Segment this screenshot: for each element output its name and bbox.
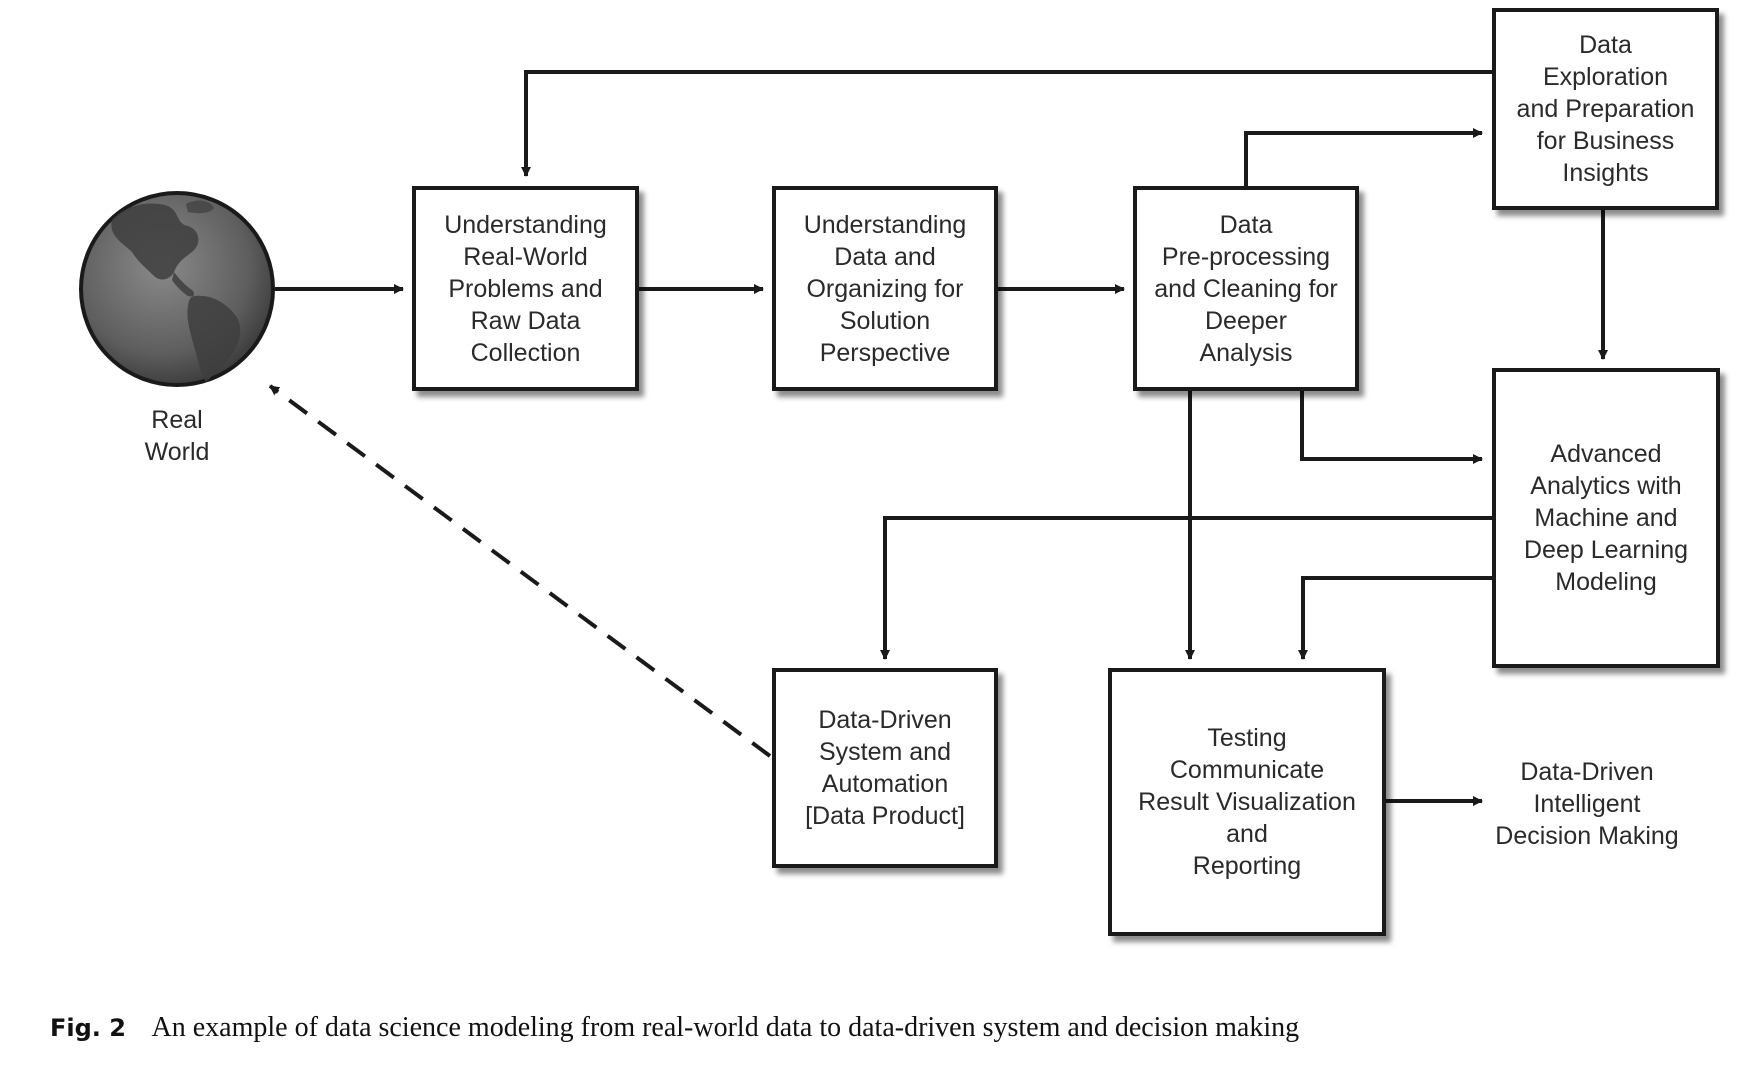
figure-caption: Fig. 2 An example of data science modeli… xyxy=(50,1012,1299,1044)
box-understanding-data: Understanding Data and Organizing for So… xyxy=(772,186,998,391)
box-preprocessing-label: Data Pre-processing and Cleaning for Dee… xyxy=(1154,210,1338,367)
arrow-preprocessing-to-exploration xyxy=(1244,128,1483,186)
arrow-system-to-realworld-dashed xyxy=(268,384,772,758)
arrow-exploration-to-problems xyxy=(521,70,1492,177)
box-testing: Testing Communicate Result Visualization… xyxy=(1108,668,1386,936)
real-world-globe-icon xyxy=(79,191,275,387)
box-advanced-analytics-label: Advanced Analytics with Machine and Deep… xyxy=(1523,440,1688,596)
label-real-world: Real World xyxy=(144,406,210,466)
box-testing-label: Testing Communicate Result Visualization… xyxy=(1138,724,1356,880)
arrow-preprocessing-to-analytics xyxy=(1300,391,1483,464)
box-understanding-problems-label: Understanding Real-World Problems and Ra… xyxy=(444,210,607,367)
label-decision-making: Data-Driven Intelligent Decision Making xyxy=(1495,758,1679,850)
box-exploration: Data Exploration and Preparation for Bus… xyxy=(1492,8,1719,210)
box-understanding-problems: Understanding Real-World Problems and Ra… xyxy=(412,186,639,391)
box-data-driven-system: Data-Driven System and Automation [Data … xyxy=(772,668,998,868)
box-understanding-data-label: Understanding Data and Organizing for So… xyxy=(803,210,967,367)
arrow-analytics-to-testing xyxy=(1298,576,1492,660)
box-preprocessing: Data Pre-processing and Cleaning for Dee… xyxy=(1133,186,1359,391)
figure-caption-text: An example of data science modeling from… xyxy=(151,1012,1300,1043)
figure-caption-label: Fig. 2 xyxy=(50,1014,126,1042)
box-advanced-analytics: Advanced Analytics with Machine and Deep… xyxy=(1492,368,1720,668)
box-data-driven-system-label: Data-Driven System and Automation [Data … xyxy=(805,706,965,830)
arrow-analytics-to-system xyxy=(880,516,1492,660)
box-exploration-label: Data Exploration and Preparation for Bus… xyxy=(1516,31,1695,187)
connectors xyxy=(268,70,1608,806)
